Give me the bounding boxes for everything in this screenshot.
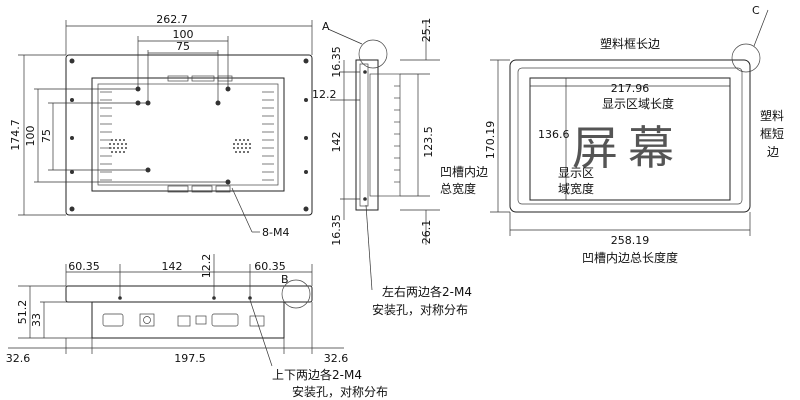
bottom-right-margin: 32.6: [324, 352, 349, 365]
side-top-gap: 16.35: [330, 46, 343, 78]
bottom-right-offset: 60.35: [254, 260, 286, 273]
bottom-frame: [65, 285, 313, 303]
panel-groove: [517, 67, 743, 205]
side-note-line1: 左右两边各2-M4: [382, 284, 472, 299]
front-mount-holes: [69, 58, 309, 212]
front-inner-housing: [91, 77, 285, 192]
front-v-spacing-inner: 75: [40, 129, 53, 143]
bottom-span: 142: [162, 260, 183, 273]
front-connectors: [167, 75, 233, 193]
panel-outer-frame: [509, 59, 751, 213]
front-width-label: 262.7: [156, 13, 188, 26]
front-mount-label: 8-M4: [262, 226, 289, 239]
front-dimensions: [18, 20, 313, 233]
bottom-thickness: 12.2: [200, 254, 213, 279]
bottom-housing: [91, 301, 285, 339]
speaker-grill-right: [233, 139, 251, 153]
side-mount-holes: [363, 70, 367, 201]
side-thickness: 12.2: [312, 88, 337, 101]
panel-screen-text-1: 屏: [572, 121, 618, 175]
panel-groove-height: 170.19: [484, 121, 497, 160]
bottom-inner-width: 197.5: [174, 352, 206, 365]
panel-frame-long: 塑料框长边: [600, 36, 660, 51]
side-housing: [369, 73, 401, 197]
bottom-view: B 60.35 142 12.2 60.35 51.2 33 32.6 197.…: [6, 254, 388, 399]
front-vents-left: [100, 91, 112, 181]
front-hole-spacing-inner: 75: [176, 40, 190, 53]
panel-label-c: C: [752, 4, 760, 17]
side-frame: [355, 59, 379, 211]
bottom-mount-holes: [118, 296, 252, 300]
front-housing-plate: [97, 83, 279, 186]
detail-b-circle: [281, 279, 311, 309]
bottom-left-offset: 60.35: [68, 260, 100, 273]
bottom-left-margin: 32.6: [6, 352, 31, 365]
front-v-spacing-outer: 100: [24, 126, 37, 147]
front-vents-right: [262, 91, 274, 181]
front-height-label: 174.7: [9, 119, 22, 151]
side-fins: [394, 85, 400, 183]
bottom-note-line2: 安装孔，对称分布: [292, 384, 388, 399]
speaker-grill-left: [109, 139, 127, 153]
bottom-label-b: B: [281, 273, 289, 286]
side-hole-span: 142: [330, 132, 343, 153]
panel-display-area: [529, 77, 731, 201]
panel-view: 塑料框长边 217.96 显示区域长度 136.6 屏 幕 显示区 域宽度 17…: [440, 4, 784, 265]
front-hole-spacing-outer: 100: [173, 28, 194, 41]
panel-display-width-label: 显示区域长度: [602, 96, 674, 111]
front-outer-frame: [65, 54, 313, 216]
panel-dimensions: [490, 9, 769, 236]
bottom-ports: [102, 313, 265, 327]
panel-display-h-label-1: 显示区: [558, 166, 594, 180]
panel-frame-short-3: 边: [767, 145, 779, 159]
bottom-height-inner: 33: [30, 313, 43, 327]
side-note-line2: 安装孔，对称分布: [372, 302, 468, 317]
detail-a-circle: [358, 39, 388, 69]
side-inner-span: 123.5: [422, 126, 435, 158]
panel-groove-h-label-1: 凹槽内边: [440, 165, 488, 179]
panel-groove-width: 258.19: [611, 234, 650, 247]
panel-frame-short-1: 塑料: [760, 108, 784, 123]
panel-frame-short-2: 框短: [760, 127, 784, 141]
bottom-dimensions: [8, 254, 344, 367]
panel-display-height: 136.6: [538, 128, 570, 141]
detail-c-circle: [731, 43, 761, 73]
panel-display-h-label-2: 域宽度: [558, 181, 594, 196]
side-label-a: A: [322, 20, 330, 33]
side-top-offset: 25.1: [420, 18, 433, 43]
side-bezel: [359, 63, 369, 207]
panel-groove-w-label: 凹槽内边总长度度: [582, 250, 678, 265]
front-view: 262.7 100 75 174.7 100 75 8-M4: [9, 13, 313, 239]
panel-display-width: 217.96: [611, 82, 650, 95]
side-bottom-offset: 26.1: [420, 220, 433, 245]
bottom-height-total: 51.2: [16, 300, 29, 325]
panel-screen-text-2: 幕: [628, 121, 674, 175]
side-view: A 25.1 16.35 12.2 142 123.5 16.35 26.1 左…: [312, 18, 472, 317]
bottom-note-line1: 上下两边各2-M4: [272, 367, 362, 382]
panel-groove-h-label-2: 总宽度: [440, 181, 476, 196]
side-bottom-gap: 16.35: [330, 214, 343, 246]
side-dimensions: [327, 20, 440, 291]
